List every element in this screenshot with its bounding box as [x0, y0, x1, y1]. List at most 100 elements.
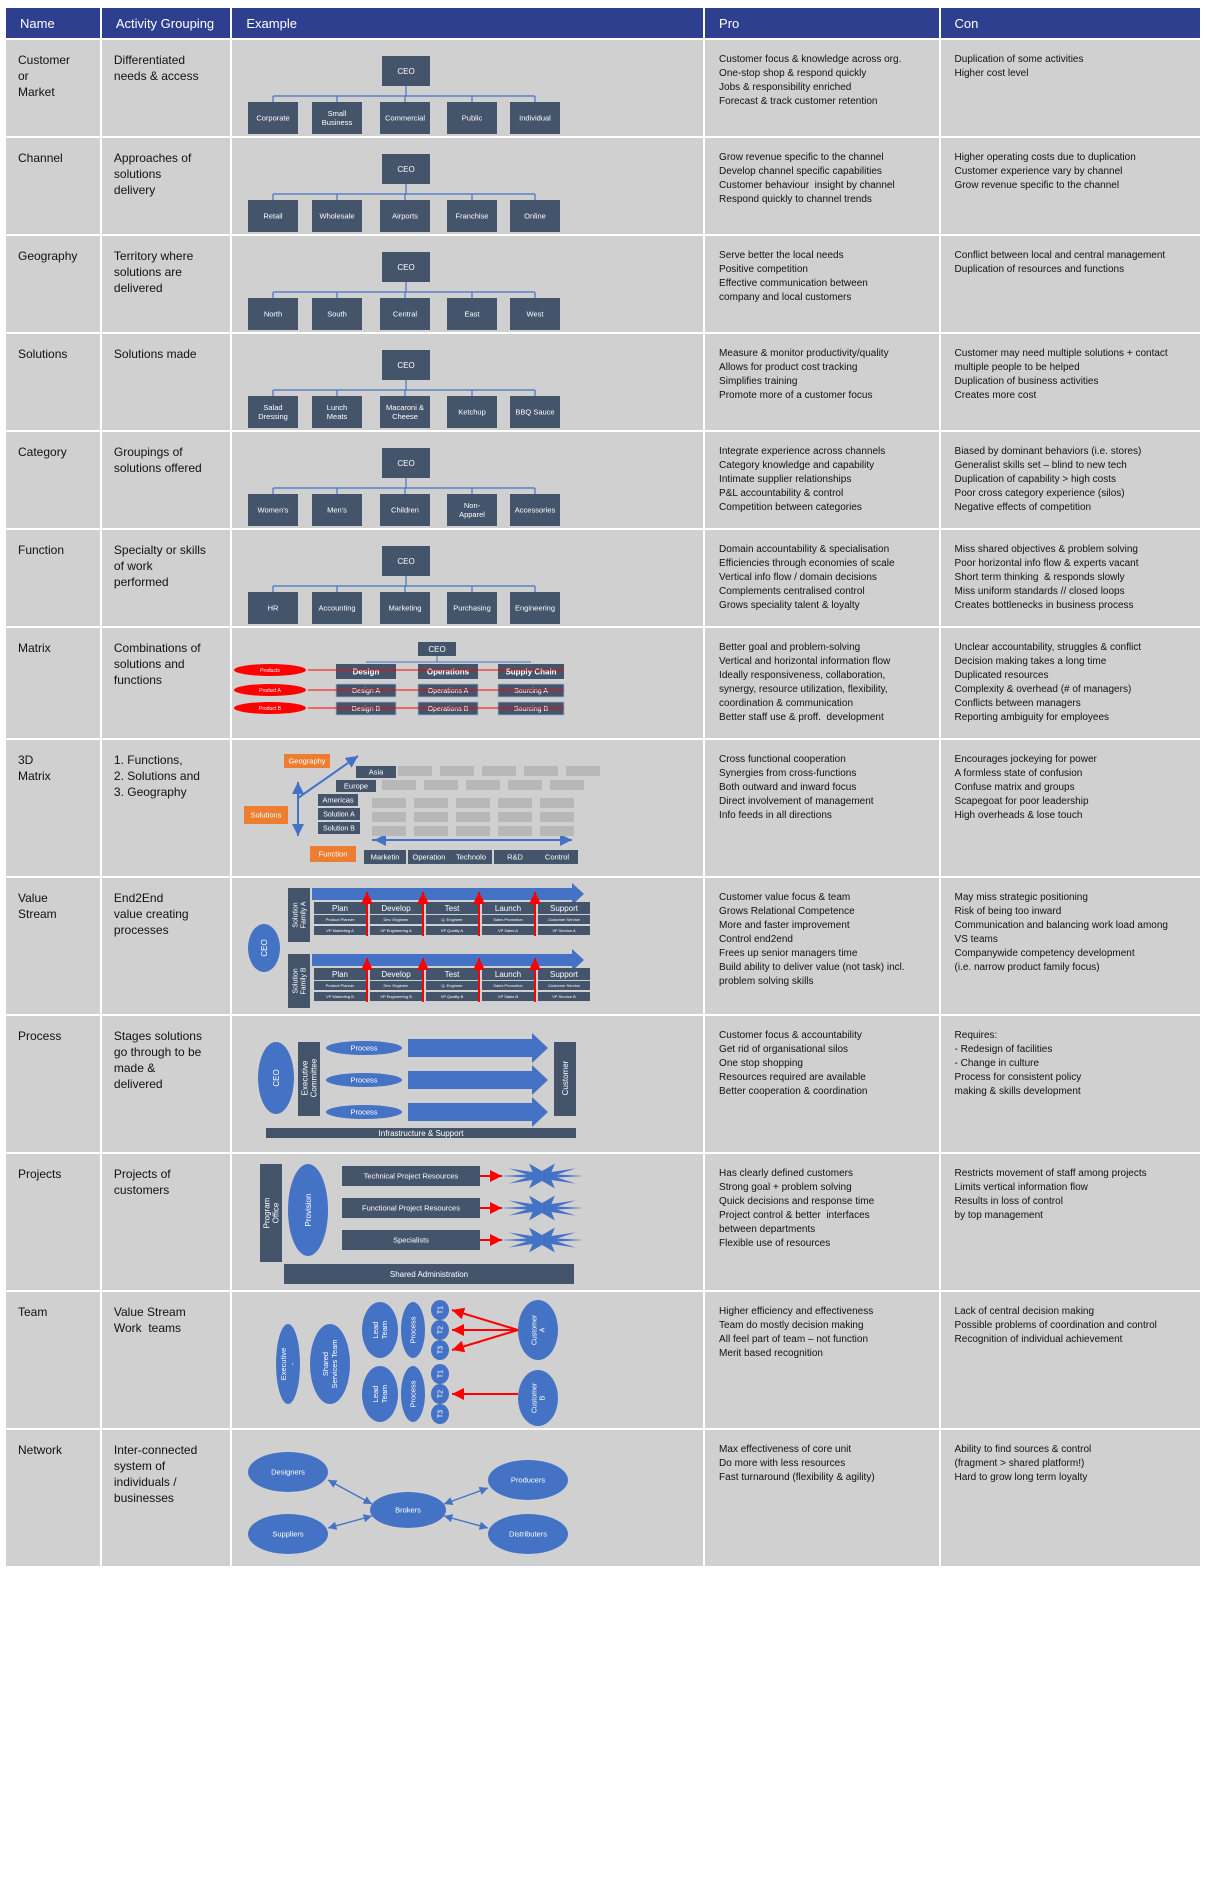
customer-box — [554, 1042, 577, 1116]
team-label: T2 — [438, 1390, 445, 1398]
row-grouping-line: functions — [113, 673, 162, 687]
provision-label: Provision — [304, 1194, 313, 1227]
project-burst-icon — [500, 1163, 584, 1189]
row-name-cell: Process — [6, 1016, 100, 1152]
row-grouping-line: performed — [113, 575, 169, 589]
matrix-ceo-box — [418, 642, 457, 656]
customer-b-label: CustomerB — [532, 1382, 547, 1413]
org-unit-box — [248, 396, 299, 428]
geography-region-label: Europe — [344, 782, 368, 791]
org-unit-label: Franchise — [456, 212, 489, 221]
pro-item: Project control & better interfaces — [719, 1210, 870, 1221]
con-item: Higher operating costs due to duplicatio… — [954, 152, 1136, 163]
pro-item: More and faster improvement — [719, 920, 850, 931]
org-unit-box — [248, 200, 299, 232]
stage-box — [482, 968, 535, 980]
pro-item: Serve better the local needs — [719, 250, 844, 261]
row-name-cell: Geography — [6, 236, 100, 332]
vp-label: VP Marketing B — [327, 994, 355, 999]
row-name-cell: Channel — [6, 138, 100, 234]
pro-item: between departments — [719, 1224, 816, 1235]
row-grouping-line: Inter-connected — [113, 1443, 198, 1457]
org-unit-label: East — [465, 310, 481, 319]
geography-label: Geography — [289, 757, 326, 766]
row-grouping-line: Territory where — [113, 249, 194, 263]
con-item: Requires: — [954, 1030, 998, 1041]
value-stream-arrow — [312, 949, 585, 971]
lead-team-label: LeadTeam — [371, 1321, 389, 1339]
con-item: Complexity & overhead (# of managers) — [954, 684, 1132, 695]
pro-item: Ideally responsiveness, collaboration, — [719, 670, 886, 681]
producers-ellipse — [488, 1460, 569, 1500]
org-unit-box — [447, 200, 498, 232]
pro-item: Both outward and inward focus — [719, 782, 857, 793]
function-column-label: Technolo — [456, 853, 486, 862]
pro-item: company and local customers — [719, 292, 852, 303]
header-con: Con — [940, 8, 1200, 38]
matrix-grid-cell — [456, 812, 491, 822]
pro-item: Promote more of a customer focus — [719, 390, 873, 401]
matrix-grid-cell — [440, 766, 475, 776]
pro-item: Better goal and problem-solving — [719, 642, 861, 653]
shared-services-ellipse — [310, 1324, 351, 1404]
geography-region-label: Asia — [369, 768, 384, 777]
function-label: Function — [319, 850, 348, 859]
pro-item: Measure & monitor productivity/quality — [719, 348, 889, 359]
matrix-grid-cell — [414, 798, 449, 808]
header-grouping: Activity Grouping — [101, 8, 231, 38]
matrix-cell-label: Operations A — [428, 688, 469, 695]
con-item: Duplication of capability > high costs — [954, 474, 1117, 485]
pro-item: One-stop shop & respond quickly — [719, 68, 867, 79]
con-item: Miss shared objectives & problem solving — [954, 544, 1138, 555]
ceo-label: CEO — [398, 67, 415, 76]
function-column-box — [450, 850, 493, 864]
row-grouping-line: delivered — [113, 281, 163, 295]
row-grouping-line: system of — [113, 1459, 166, 1473]
process-ellipse — [326, 1073, 403, 1087]
row-grouping-line: needs & access — [113, 69, 199, 83]
pro-item: Get rid of organisational silos — [719, 1044, 849, 1055]
row-grouping-line: made & — [113, 1061, 156, 1075]
role-label: Customer Service — [548, 917, 581, 922]
pro-item: Build ability to deliver value (not task… — [719, 962, 905, 973]
pro-item: Frees up senior managers time — [719, 948, 858, 959]
org-unit-box — [447, 298, 498, 330]
con-item: Generalist skills set – blind to new tec… — [954, 460, 1127, 471]
row-grouping-line: go through to be — [113, 1045, 202, 1059]
pro-item: Category knowledge and capability — [719, 460, 875, 471]
project-burst-icon — [500, 1195, 584, 1221]
stage-box — [538, 902, 591, 914]
solution-family-box — [288, 888, 311, 942]
matrix-cell-label: Operations B — [428, 706, 469, 713]
row-name-line: Channel — [18, 151, 63, 165]
org-unit-box — [380, 396, 431, 428]
stage-label: Plan — [332, 904, 348, 913]
con-item: May miss strategic positioning — [954, 892, 1088, 903]
row-grouping-line: individuals / — [113, 1475, 177, 1489]
con-item: Poor horizontal info flow & experts vaca… — [954, 558, 1139, 569]
matrix-grid-cell — [424, 780, 459, 790]
con-item: Limits vertical information flow — [954, 1182, 1088, 1193]
ceo-box — [382, 350, 431, 380]
con-item: - Change in culture — [954, 1058, 1040, 1069]
geography-region-label: Americas — [323, 796, 355, 805]
pro-item: Team do mostly decision making — [719, 1320, 864, 1331]
role-label: Customer Service — [548, 983, 581, 988]
pro-item: Customer behaviour insight by channel — [719, 180, 895, 191]
org-unit-box — [510, 200, 561, 232]
org-unit-box — [380, 592, 431, 624]
team-process-label: Process — [409, 1316, 418, 1343]
row-con-cell: Ability to find sources & control(fragme… — [940, 1430, 1200, 1566]
con-item: (fragment > shared platform!) — [954, 1458, 1085, 1469]
row-grouping-line: 1. Functions, — [113, 753, 183, 767]
customer-a-label: CustomerA — [532, 1314, 547, 1345]
